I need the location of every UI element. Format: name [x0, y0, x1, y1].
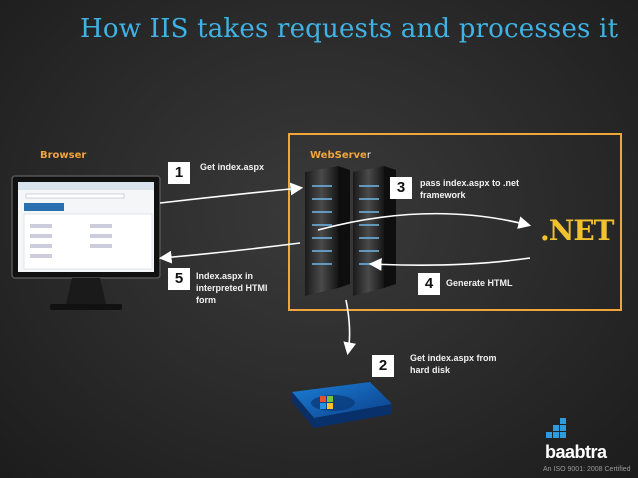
step-caption-5: Index.aspx in interpreted HTMl form [196, 271, 268, 305]
step-caption-2: Get index.aspx from hard disk [410, 353, 497, 375]
webserver-label: WebServer [310, 150, 371, 161]
logo-tagline: An ISO 9001: 2008 Certified [543, 466, 631, 473]
browser-label: Browser [40, 150, 87, 161]
step-caption-1: Get index.aspx [200, 162, 265, 172]
hard-disk-icon [292, 382, 392, 428]
arrow-from-net [368, 257, 531, 271]
arrow-to-net [317, 212, 532, 231]
step-badge-5: 5 [168, 268, 190, 290]
arrow-to-disk [343, 299, 357, 356]
step-caption-3: pass index.aspx to .net framework [420, 178, 520, 200]
logo-wordmark: baabtra [545, 442, 607, 462]
browser-monitor-icon [11, 175, 161, 310]
step-badge-1: 1 [168, 162, 190, 184]
arrow-request [159, 182, 304, 204]
slide-title: How IIS takes requests and processes it [80, 14, 619, 44]
step-caption-4: Generate HTML [446, 278, 513, 288]
net-label: .NET [540, 214, 615, 247]
baabtra-logo-icon [546, 418, 566, 438]
step-badge-3: 3 [390, 177, 412, 199]
webserver-boundary [288, 133, 622, 311]
step-badge-4: 4 [418, 273, 440, 295]
server-rack-icon [305, 166, 396, 296]
step-badge-2: 2 [372, 355, 394, 377]
arrow-response [158, 242, 301, 264]
